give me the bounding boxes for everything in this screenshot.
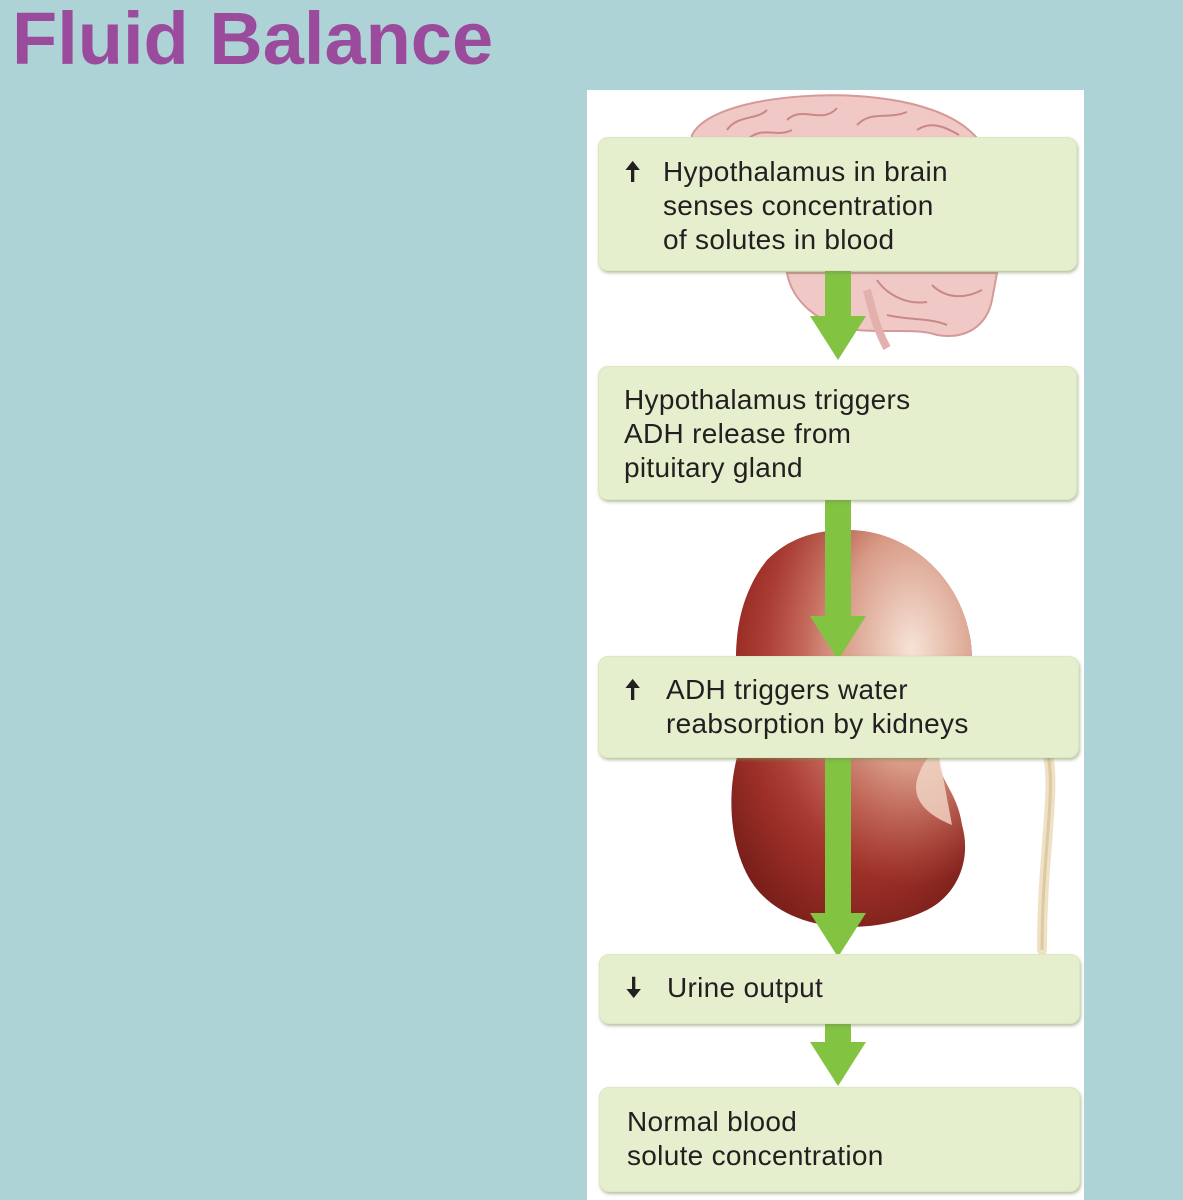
step-2-line-1: Hypothalamus triggers <box>624 384 911 415</box>
flowchart-panel: 🠅 Hypothalamus in brain senses concentra… <box>587 90 1084 1200</box>
step-1-line-1: Hypothalamus in brain <box>663 156 948 187</box>
step-box-1: 🠅 Hypothalamus in brain senses concentra… <box>598 137 1077 271</box>
step-box-3: 🠅 ADH triggers water reabsorption by kid… <box>598 656 1079 758</box>
step-3-line-2: reabsorption by kidneys <box>666 708 969 739</box>
flow-arrow-2 <box>810 498 866 660</box>
step-4-line-1: Urine output <box>667 972 824 1003</box>
step-3-line-1: ADH triggers water <box>666 674 908 705</box>
flow-arrow-4 <box>810 1022 866 1086</box>
slide-title: Fluid Balance <box>12 0 494 80</box>
up-arrow-icon: 🠅 <box>625 674 641 705</box>
step-1-line-3: of solutes in blood <box>663 224 895 255</box>
up-arrow-icon: 🠅 <box>625 156 641 187</box>
down-arrow-icon: 🠇 <box>626 972 642 1003</box>
step-box-2: Hypothalamus triggers ADH release from p… <box>598 366 1077 500</box>
step-2-line-3: pituitary gland <box>624 452 803 483</box>
flow-arrow-1 <box>810 268 866 360</box>
step-5-line-1: Normal blood <box>627 1106 798 1137</box>
step-2-line-2: ADH release from <box>624 418 852 449</box>
step-box-4: 🠇 Urine output <box>599 954 1080 1024</box>
step-5-line-2: solute concentration <box>627 1140 884 1171</box>
step-box-5: Normal blood solute concentration <box>599 1087 1080 1192</box>
step-1-line-2: senses concentration <box>663 190 934 221</box>
flow-arrow-3 <box>810 755 866 957</box>
